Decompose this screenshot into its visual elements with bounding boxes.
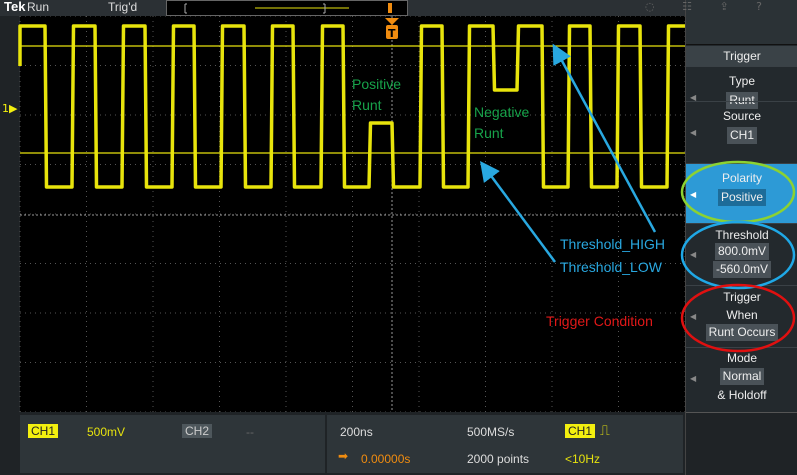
threshold-low-value[interactable]: -560.0mV [712, 261, 772, 278]
trigger-t-glyph: T [388, 27, 396, 40]
record-length[interactable]: 2000 points [467, 452, 530, 466]
threshold-high-label: Threshold_HIGH [560, 236, 666, 252]
left-arrow-icon: ◀ [690, 250, 697, 259]
acquisition-state[interactable]: Run [27, 0, 50, 14]
threshold-low-label: Threshold_LOW [560, 259, 662, 275]
trigger-condition-label: Trigger Condition [546, 313, 653, 329]
left-arrow-icon: ◀ [690, 128, 697, 137]
trigger-state: Trig'd [108, 0, 138, 14]
type-value[interactable]: Runt [726, 92, 758, 109]
left-arrow-icon: ◀ [690, 190, 697, 199]
trigger-t-icon [386, 25, 398, 39]
trigger-when-value[interactable]: Runt Occurs [705, 324, 779, 341]
timebase-scale[interactable]: 200ns [340, 425, 373, 439]
threshold-high-value[interactable]: 800.0mV [714, 243, 770, 260]
ch2-badge[interactable]: CH2 [182, 424, 213, 438]
ch1-badge[interactable]: CH1 [28, 424, 59, 438]
ch2-scale: -- [246, 425, 254, 439]
ch1-ground-marker[interactable]: 1▶ [2, 102, 18, 115]
horizontal-position[interactable]: 0.00000s [361, 452, 411, 466]
tek-logo: Tek [4, 0, 26, 14]
mode-value[interactable]: Normal [719, 368, 765, 385]
ch1-scale[interactable]: 500mV [87, 425, 126, 439]
trigger-frequency: <10Hz [565, 452, 601, 466]
system-icons[interactable]: ◌ ☷ ⇪ ? [645, 0, 775, 13]
panel-title: Trigger [686, 46, 797, 66]
left-arrow-icon: ◀ [690, 93, 697, 102]
runt-pulse-icon: ⎍ [600, 422, 610, 438]
graticule: T [18, 16, 685, 412]
trigger-source-badge[interactable]: CH1 [565, 424, 596, 438]
bottom-status-bar: CH1 500mV CH2 -- 200ns 500MS/s CH1 ⎍ ➡ 0… [20, 415, 683, 473]
waveform-overview[interactable] [166, 0, 408, 16]
source-value[interactable]: CH1 [726, 127, 757, 144]
top-status-bar: Tek Run Trig'd [0, 0, 685, 16]
left-arrow-icon: ◀ [690, 374, 697, 383]
ch1-waveform [18, 24, 685, 189]
position-arrow-icon: ➡ [338, 449, 349, 463]
polarity-value[interactable]: Positive [717, 189, 767, 206]
sample-rate[interactable]: 500MS/s [467, 425, 515, 439]
left-arrow-icon: ◀ [690, 312, 697, 321]
trigger-marker-icon [385, 18, 399, 25]
trigger-position-marker [388, 3, 392, 13]
